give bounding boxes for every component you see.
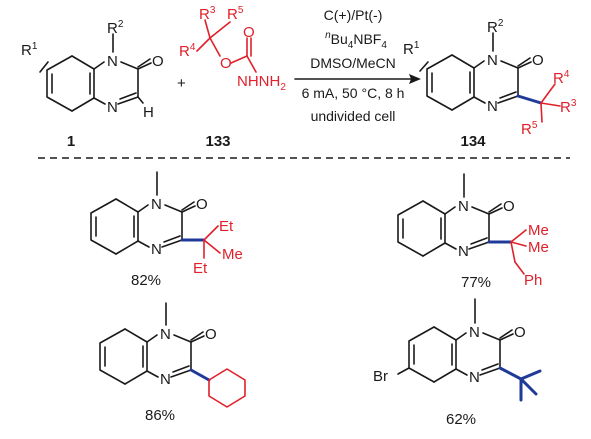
atom-h: H [143,104,154,121]
product-atom-o: O [532,52,544,69]
conditions-settings: 6 mA, 50 °C, 8 h [302,85,405,101]
example-1-atom-n1: N [151,196,162,213]
example-4-atom-n4: N [469,369,480,386]
product-atom-n1: N [487,52,498,69]
atom-o: O [152,53,164,70]
product-substituent-r5: R5 [521,120,538,138]
plus-sign: + [177,75,186,92]
atom-n4: N [107,99,118,116]
reagent-structure [196,19,257,73]
example-2-substituent-3: Ph [524,272,542,289]
substituent-r4: R4 [179,42,196,60]
label-substrate: 1 [67,133,75,150]
conditions-cell: undivided cell [311,108,396,124]
example-2-substituent-1: Me [528,222,549,239]
example-3-atom-n4: N [160,371,171,388]
product-substituent-r4: R4 [553,69,570,87]
reaction-arrowhead [409,74,421,84]
example-2-substituent-2: Me [528,239,549,256]
example-3-atom-n1: N [160,326,171,343]
example-4-atom-o: O [514,324,526,341]
atom-hydrazide: NHNH2 [237,73,286,93]
example-4-yield: 62% [446,411,476,428]
example-2-structure [397,173,527,275]
example-4-substituent-1: Br [373,368,388,385]
conditions-electrodes: C(+)/Pt(-) [324,7,383,23]
example-1-structure [90,171,221,259]
product-structure [419,32,561,123]
product-substituent-r2: R2 [487,18,504,36]
atom-ester-o: O [220,55,232,72]
product-substituent-r1: R1 [403,40,420,58]
example-1-yield: 82% [131,272,161,289]
example-1-substituent-2: Me [222,246,243,263]
substituent-r5: R5 [227,5,244,23]
label-product: 134 [460,133,486,150]
product-atom-n4: N [487,98,498,115]
example-2-yield: 77% [461,274,491,291]
example-3-atom-o: O [205,326,217,343]
substituent-r1: R1 [21,41,38,59]
example-2-atom-o: O [503,198,515,215]
example-2-atom-n1: N [458,198,469,215]
label-reagent: 133 [205,133,230,150]
conditions-electrolyte: nBu4NBF4 [325,30,387,51]
substrate-structure [39,33,152,112]
substituent-r3: R3 [199,5,216,23]
example-4-structure [397,298,542,402]
example-1-substituent-1: Et [219,218,234,235]
example-1-atom-n4: N [151,241,162,258]
example-3-structure [99,302,246,408]
atom-n1: N [107,53,118,70]
example-2-atom-n4: N [458,243,469,260]
conditions-solvent: DMSO/MeCN [310,55,396,71]
substituent-r2: R2 [107,19,124,37]
example-1-atom-o: O [196,196,208,213]
example-3-yield: 86% [145,407,175,424]
example-4-atom-n1: N [469,324,480,341]
electrolyte-prefix: n [325,30,331,41]
atom-carbonyl-o: O [243,24,255,41]
product-substituent-r3: R3 [560,98,577,116]
example-1-substituent-3: Et [193,260,208,277]
